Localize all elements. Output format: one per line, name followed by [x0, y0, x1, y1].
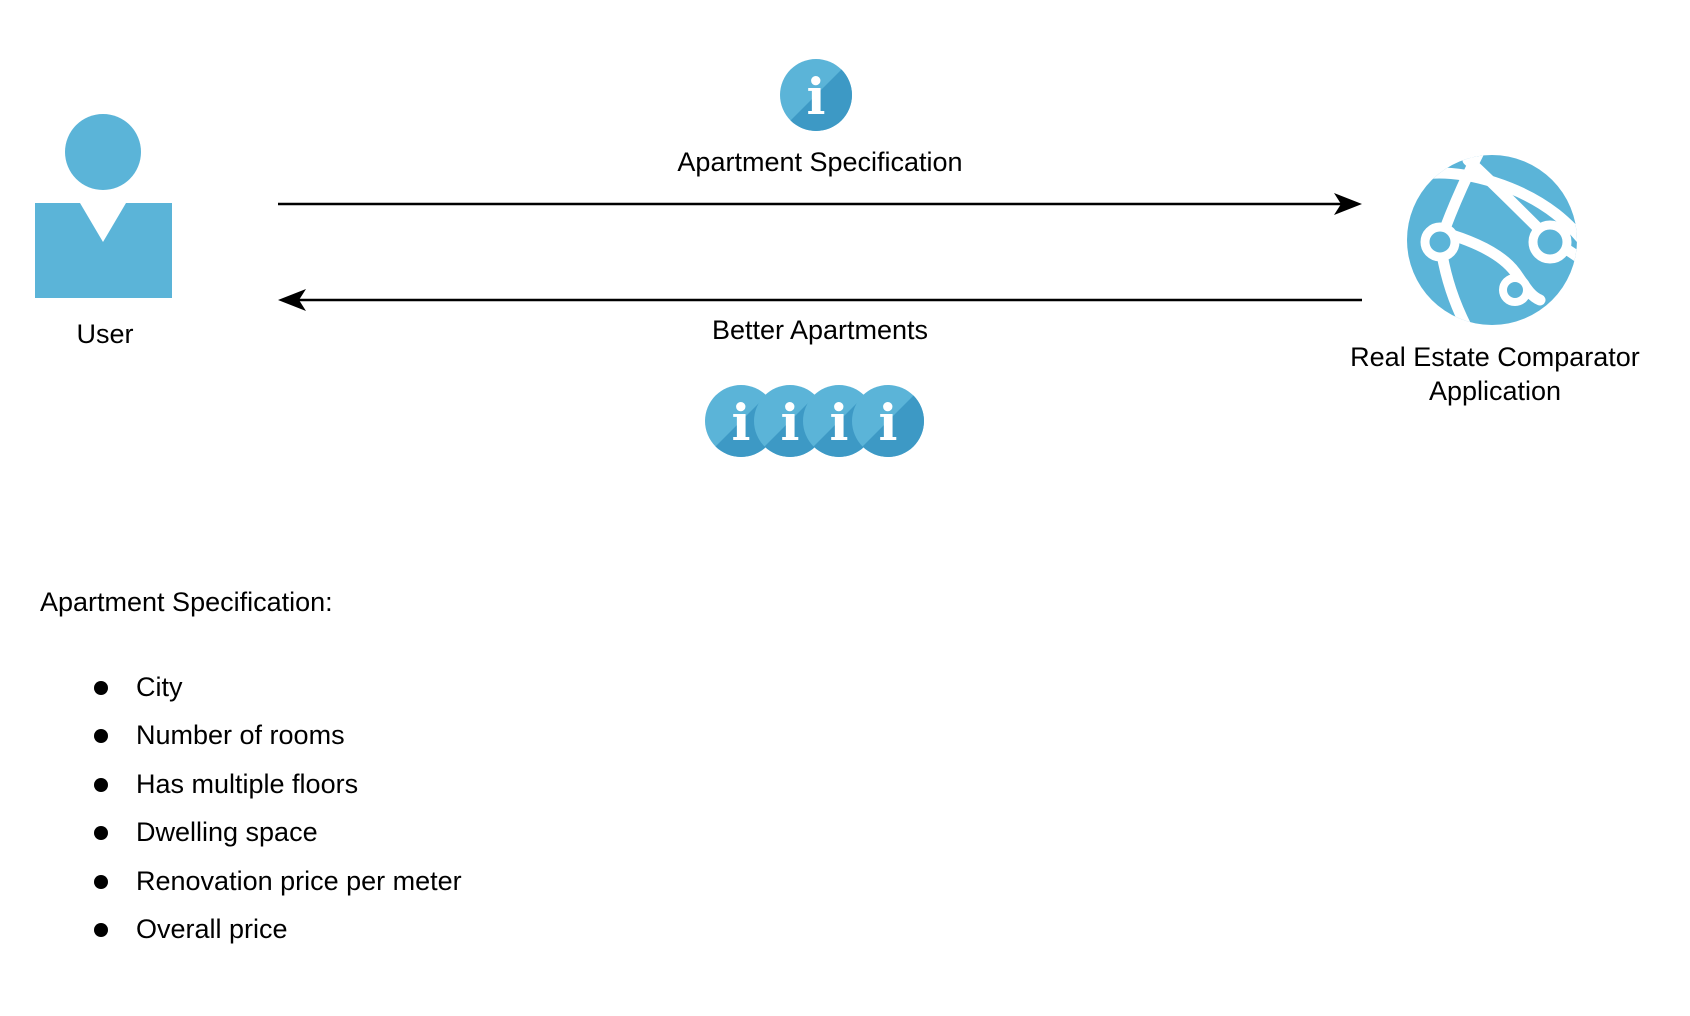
user-icon — [35, 114, 172, 298]
response-arrow — [278, 289, 1362, 311]
request-flow-label: Apartment Specification — [677, 147, 963, 177]
list-item: Dwelling space — [90, 815, 462, 863]
list-item: Renovation price per meter — [90, 864, 462, 912]
app-label-line1: Real Estate Comparator — [1350, 342, 1640, 372]
svg-text:i: i — [781, 393, 800, 452]
bullet-icon — [94, 777, 108, 792]
list-item-text: Overall price — [136, 913, 288, 944]
list-item-text: Has multiple floors — [136, 768, 359, 799]
list-item: City — [90, 670, 462, 718]
list-item-text: City — [136, 672, 183, 702]
svg-text:i: i — [807, 67, 826, 126]
list-item: Number of rooms — [90, 718, 462, 766]
list-item-text: Dwelling space — [136, 817, 318, 848]
bullet-icon — [94, 681, 108, 695]
list-item-text: Number of rooms — [136, 720, 345, 751]
app-label: Real Estate Comparator Application — [1315, 340, 1675, 408]
info-icon-group: i i i i — [705, 385, 924, 457]
svg-text:i: i — [732, 393, 751, 452]
globe-network-icon — [1407, 155, 1577, 325]
app-label-line2: Application — [1428, 376, 1562, 406]
list-item: Has multiple floors — [90, 767, 462, 815]
list-item: Overall price — [90, 912, 462, 960]
list-item-text: Renovation price per meter — [136, 865, 462, 896]
request-arrow — [278, 193, 1362, 215]
spec-heading: Apartment Specification: — [40, 587, 333, 617]
bullet-icon — [94, 729, 108, 744]
svg-text:i: i — [879, 393, 898, 452]
bullet-icon — [94, 922, 108, 937]
info-icon: i — [780, 59, 852, 131]
response-flow-label: Better Apartments — [711, 315, 929, 345]
user-label: User — [76, 319, 134, 349]
bullet-icon — [94, 826, 108, 841]
info-icon: i — [852, 385, 924, 457]
svg-text:i: i — [830, 393, 849, 452]
bullet-icon — [94, 874, 108, 889]
spec-list: City Number of rooms Has multiple floors… — [90, 670, 462, 960]
